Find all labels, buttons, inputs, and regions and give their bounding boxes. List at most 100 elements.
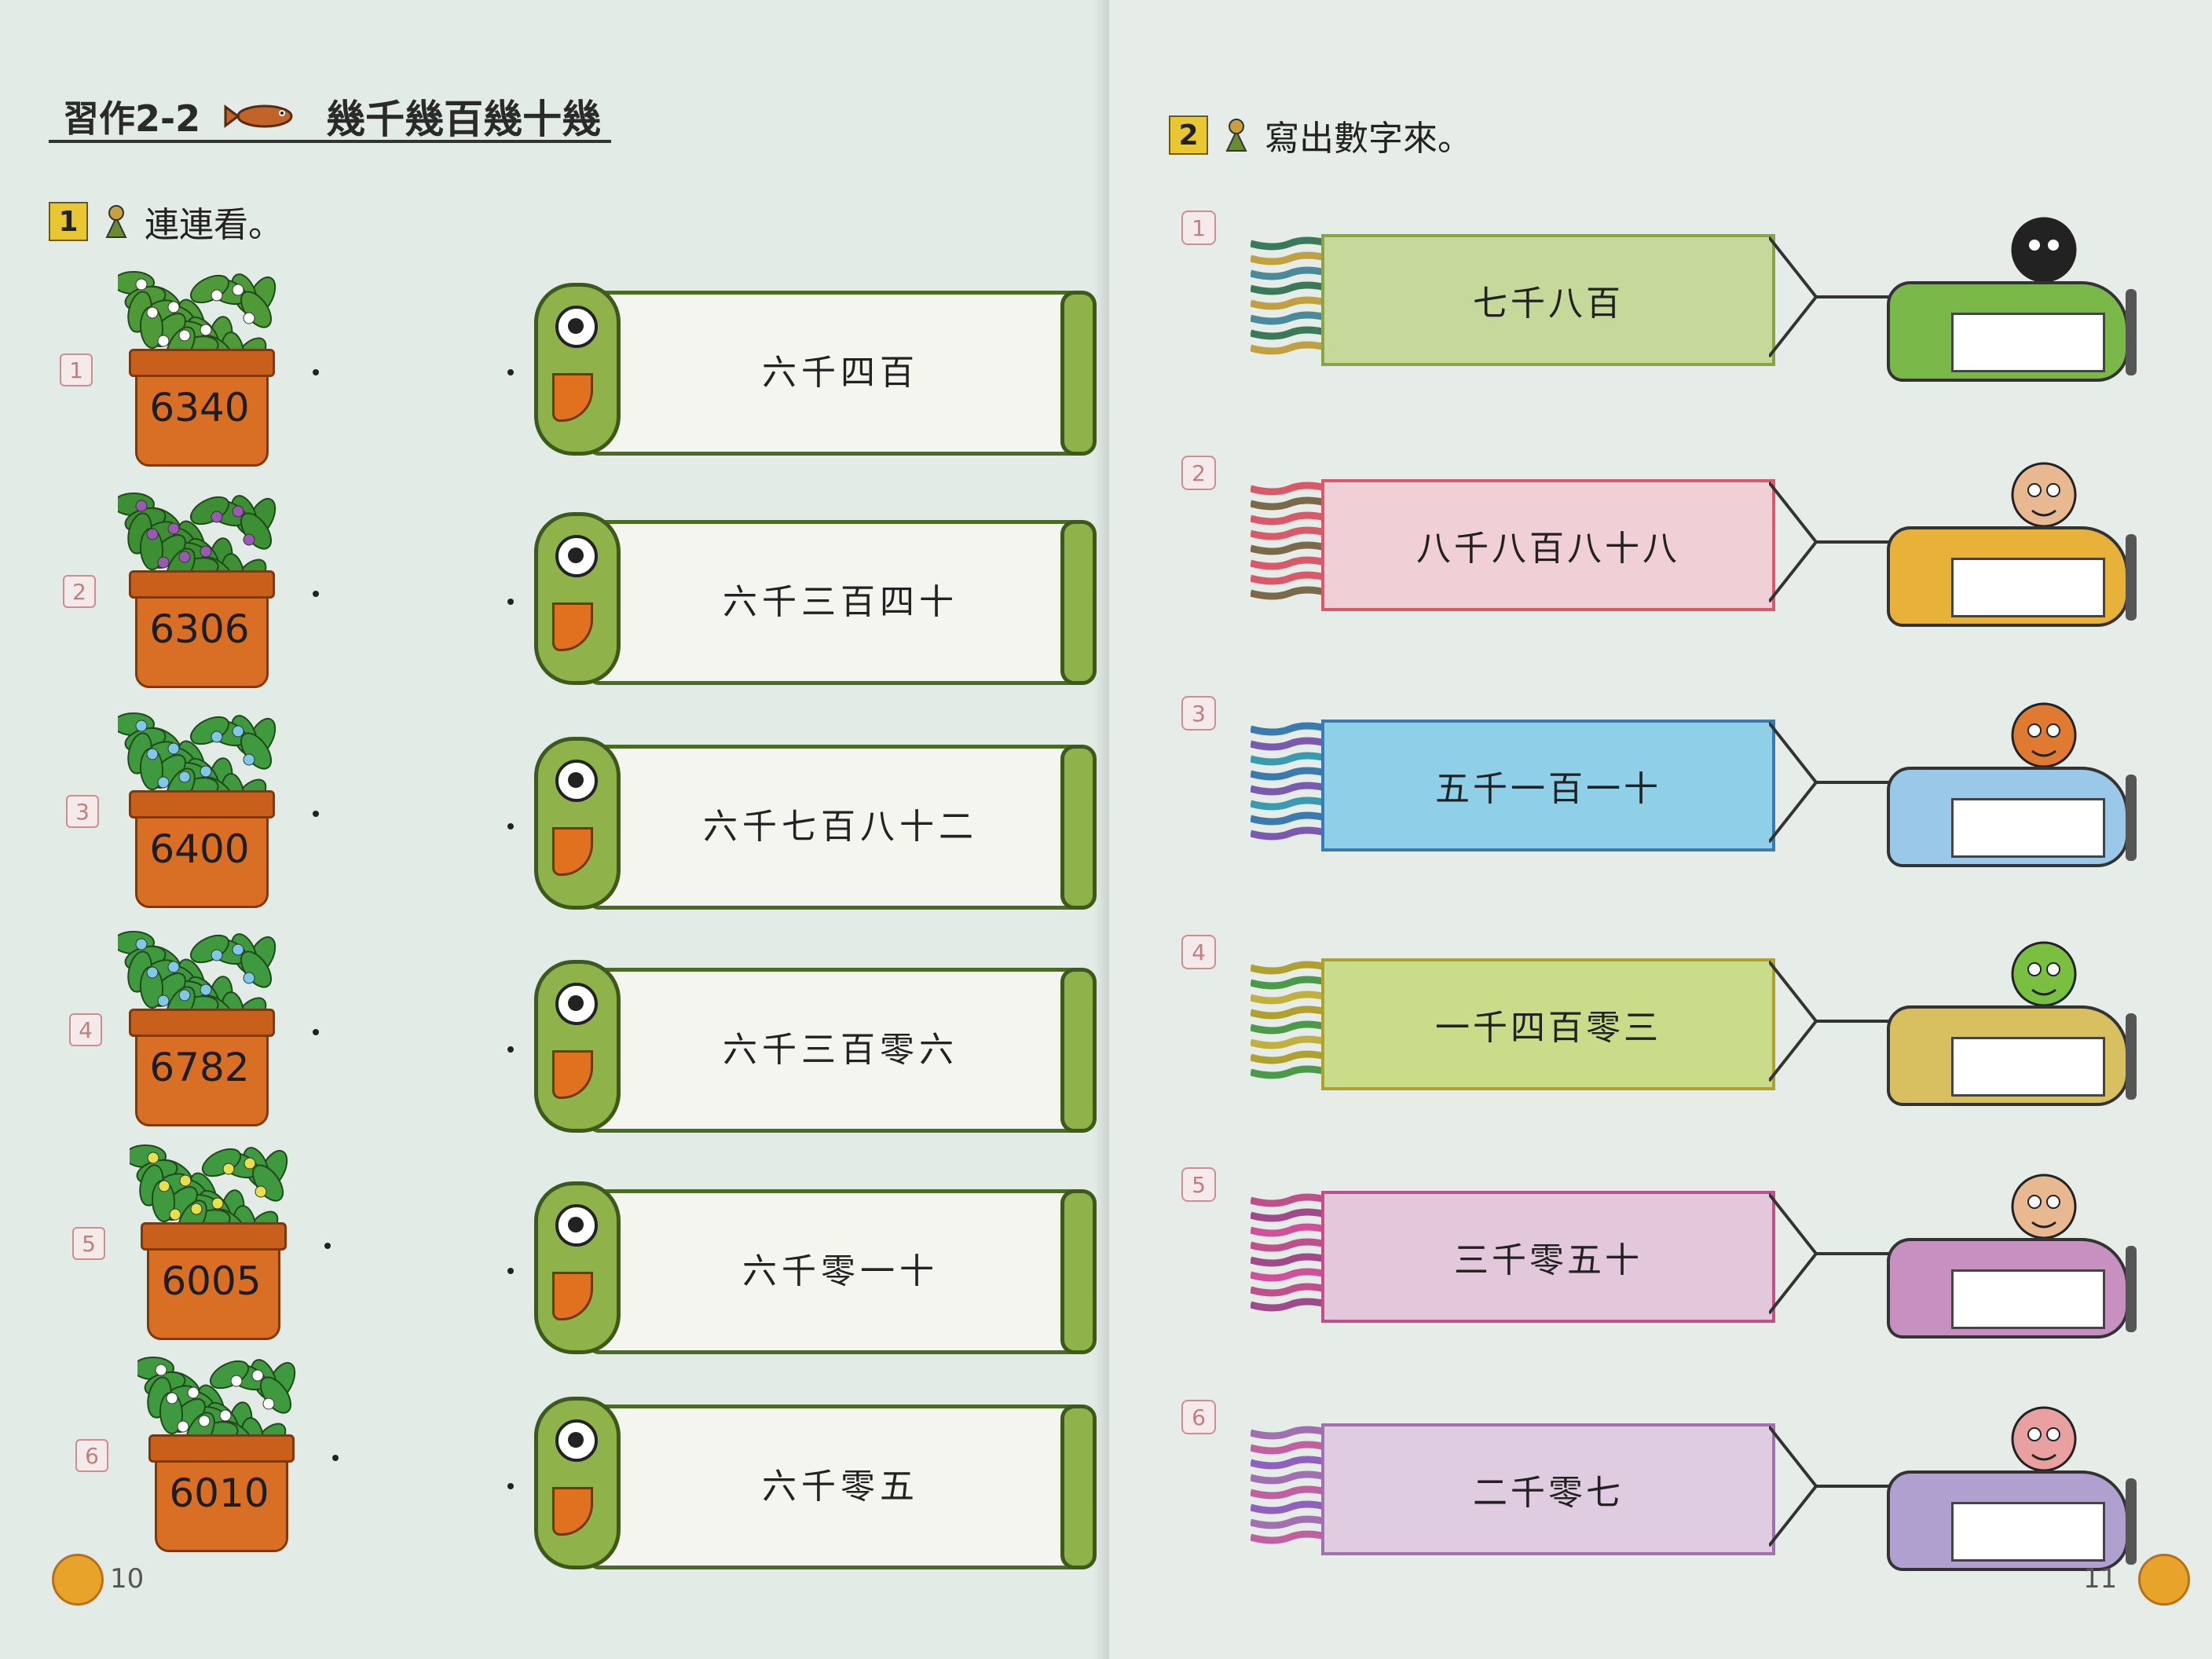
rabbit-orange-pilot-icon — [2011, 702, 2077, 768]
match-dot[interactable] — [507, 1268, 514, 1274]
item-number: 1 — [60, 353, 93, 386]
section-title: 連連看。 — [145, 205, 283, 245]
pot-number: 6340 — [149, 385, 250, 430]
worm-text: 六千零五 — [762, 1467, 919, 1507]
match-dot[interactable] — [507, 599, 514, 605]
banner-text: 二千零七 — [1321, 1423, 1775, 1555]
tow-rope — [1769, 481, 1895, 603]
answer-box[interactable] — [1951, 1502, 2105, 1562]
tow-rope — [1769, 1425, 1895, 1547]
airplane-banner: 五千一百一十 — [1251, 702, 2146, 867]
worm-text: 六千七百八十二 — [703, 807, 978, 847]
worm-tail — [1060, 745, 1097, 910]
item-number: 5 — [1181, 1167, 1216, 1202]
worm-banner: 六千四百 — [526, 267, 1097, 463]
item-number: 5 — [72, 1227, 105, 1260]
worm-head — [534, 1397, 621, 1569]
squirrel-icon — [105, 205, 127, 238]
answer-box[interactable] — [1951, 558, 2105, 617]
worm-mouth — [552, 373, 593, 422]
airplane — [1879, 1392, 2146, 1588]
flower-pot: 6010 — [137, 1353, 318, 1565]
worm-eye-icon — [555, 1204, 598, 1247]
airplane — [1879, 203, 2146, 399]
match-dot[interactable] — [507, 369, 514, 375]
section-number-badge: 2 — [1169, 115, 1208, 155]
pot-number: 6400 — [149, 826, 250, 872]
plant-leaves-icon — [118, 271, 276, 369]
worm-mouth — [552, 827, 593, 876]
sun-icon — [2138, 1554, 2190, 1606]
tow-rope — [1769, 960, 1895, 1082]
worm-pupil — [568, 1432, 584, 1448]
worm-mouth — [552, 1272, 593, 1320]
worm-tail — [1060, 1404, 1097, 1569]
banner-fringe — [1251, 482, 1329, 600]
banner-text: 一千四百零三 — [1321, 958, 1775, 1090]
rabbit-black-pilot-icon — [2011, 217, 2077, 283]
lesson-title: 幾千幾百幾十幾 — [326, 97, 602, 142]
answer-box[interactable] — [1951, 1037, 2105, 1097]
match-dot[interactable] — [332, 1455, 339, 1461]
answer-box[interactable] — [1951, 313, 2105, 372]
match-dot[interactable] — [507, 823, 514, 830]
worm-eye-icon — [555, 535, 598, 577]
pot-rim — [129, 1009, 275, 1037]
item-number: 3 — [66, 795, 99, 828]
worm-body — [589, 1189, 1084, 1354]
answer-box[interactable] — [1951, 1269, 2105, 1329]
worm-body — [589, 291, 1084, 456]
match-dot[interactable] — [507, 1483, 514, 1489]
propeller-icon — [2126, 1246, 2137, 1332]
worm-pupil — [568, 772, 584, 788]
propeller-icon — [2126, 1013, 2137, 1100]
item-number: 2 — [63, 575, 96, 608]
match-dot[interactable] — [507, 1046, 514, 1053]
worm-banner: 六千三百四十 — [526, 496, 1097, 693]
worm-eye-icon — [555, 760, 598, 802]
worm-mouth — [552, 1487, 593, 1536]
airplane — [1879, 448, 2146, 644]
item-number: 2 — [1181, 456, 1216, 490]
item-number: 6 — [1181, 1400, 1216, 1434]
tow-rope — [1769, 721, 1895, 844]
pot-rim — [129, 790, 275, 819]
airplane — [1879, 688, 2146, 884]
airplane-banner: 二千零七 — [1251, 1406, 2146, 1571]
plant-leaves-icon — [118, 493, 276, 591]
airplane-banner: 一千四百零三 — [1251, 941, 2146, 1106]
flower-pot: 6340 — [118, 267, 298, 479]
airplane-banner: 八千八百八十八 — [1251, 462, 2146, 627]
match-dot[interactable] — [313, 811, 319, 817]
worm-banner: 六千零五 — [526, 1381, 1097, 1577]
pot-rim — [129, 570, 275, 599]
propeller-icon — [2126, 775, 2137, 861]
flower-pot: 6400 — [118, 709, 298, 921]
tow-rope — [1769, 1192, 1895, 1315]
worm-head — [534, 512, 621, 685]
answer-box[interactable] — [1951, 798, 2105, 858]
worm-tail — [1060, 520, 1097, 685]
match-dot[interactable] — [313, 1029, 319, 1035]
banner-fringe — [1251, 1193, 1329, 1312]
worm-tail — [1060, 968, 1097, 1133]
airplane — [1879, 927, 2146, 1123]
plant-leaves-icon — [137, 1357, 296, 1455]
worm-text: 六千四百 — [762, 353, 919, 393]
worm-text: 六千三百四十 — [723, 582, 958, 622]
sun-icon — [52, 1554, 104, 1606]
worm-body — [589, 968, 1084, 1133]
worm-head — [534, 737, 621, 910]
item-number: 4 — [1181, 935, 1216, 969]
lesson-code: 習作2-2 — [63, 97, 201, 140]
worm-text: 六千零一十 — [742, 1251, 939, 1291]
match-dot[interactable] — [313, 369, 319, 375]
match-dot[interactable] — [324, 1243, 331, 1249]
pig-pilot-icon — [2011, 1406, 2077, 1472]
page-number-right: 11 — [2083, 1563, 2118, 1595]
match-dot[interactable] — [313, 591, 319, 597]
banner-text: 八千八百八十八 — [1321, 479, 1775, 611]
worm-banner: 六千零一十 — [526, 1166, 1097, 1362]
